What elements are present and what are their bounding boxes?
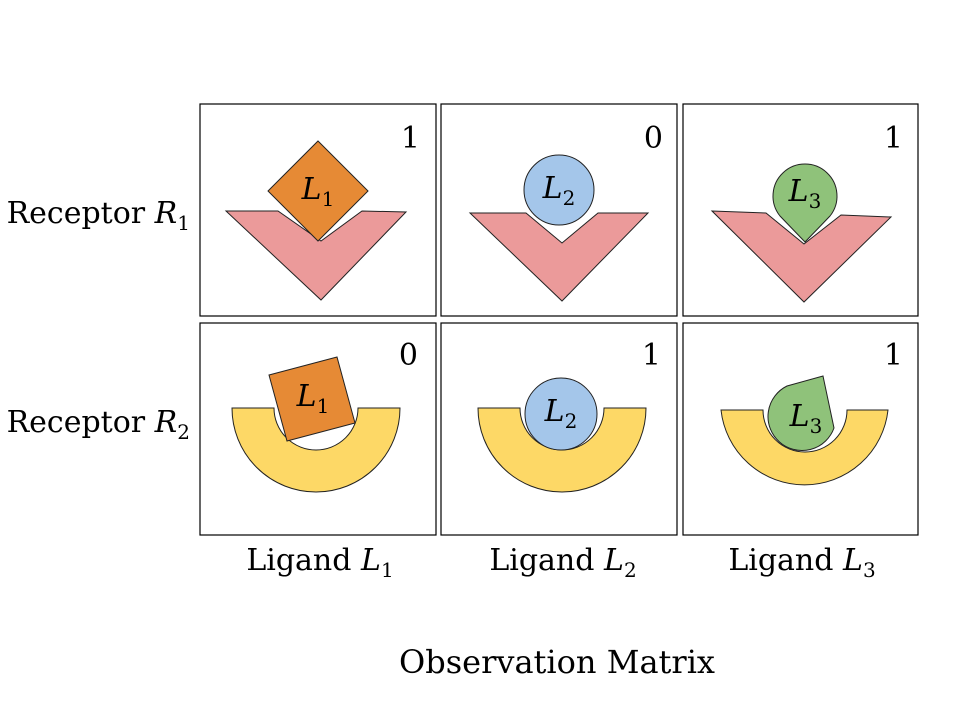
cell-r1-l1: L1 1 bbox=[199, 103, 437, 317]
ligand-1-square bbox=[268, 356, 356, 442]
matrix-value-r2-l3: 1 bbox=[884, 338, 903, 373]
cell-r1-l2: L2 0 bbox=[440, 103, 678, 317]
ligand-2-circle bbox=[524, 377, 598, 451]
column-label-ligand-3: Ligand L3 bbox=[728, 543, 875, 582]
receptor-1-v-shape bbox=[468, 212, 650, 302]
column-label-ligand-1: Ligand L1 bbox=[246, 543, 393, 582]
matrix-value-r2-l2: 1 bbox=[642, 338, 661, 373]
ligand-1-square bbox=[267, 140, 369, 242]
ligand-2-symbol: L2 bbox=[544, 394, 578, 433]
matrix-value-r2-l1: 0 bbox=[399, 338, 418, 373]
receptor-2-u-shape bbox=[720, 409, 889, 486]
ligand-1-symbol: L1 bbox=[301, 172, 335, 211]
receptor-1-v-shape bbox=[224, 210, 408, 301]
row-label-receptor-1: Receptor R1 bbox=[7, 196, 190, 235]
cell-r2-l1: L1 0 bbox=[199, 322, 437, 536]
matrix-value-r1-l2: 0 bbox=[644, 121, 663, 156]
row-label-receptor-2: Receptor R2 bbox=[7, 405, 190, 444]
matrix-value-r1-l1: 1 bbox=[401, 121, 420, 156]
cell-r1-l3: L3 1 bbox=[682, 103, 919, 317]
ligand-2-circle bbox=[523, 154, 595, 226]
ligand-1-symbol: L1 bbox=[296, 379, 330, 418]
ligand-2-symbol: L2 bbox=[542, 171, 576, 210]
column-label-ligand-2: Ligand L2 bbox=[489, 543, 636, 582]
cell-r2-l2: L2 1 bbox=[440, 322, 678, 536]
ligand-3-symbol: L3 bbox=[789, 399, 823, 438]
ligand-3-teardrop bbox=[772, 163, 838, 243]
receptor-1-v-shape bbox=[710, 210, 893, 303]
cell-r2-l3: L3 1 bbox=[682, 322, 919, 536]
matrix-value-r1-l3: 1 bbox=[884, 121, 903, 156]
figure-title: Observation Matrix bbox=[399, 643, 715, 681]
ligand-3-teardrop bbox=[767, 375, 835, 451]
ligand-3-symbol: L3 bbox=[788, 174, 822, 213]
receptor-2-u-shape bbox=[231, 407, 401, 493]
